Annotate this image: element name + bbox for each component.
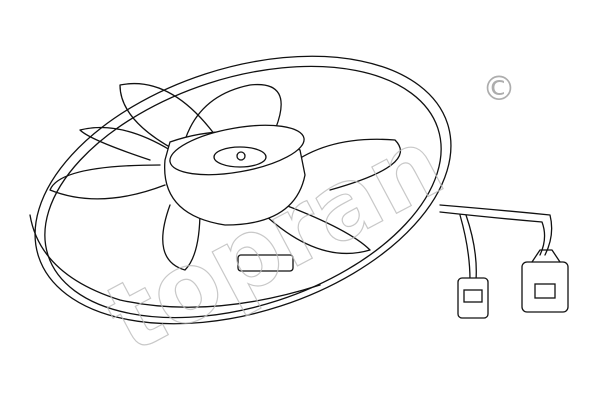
- fan-blades: [49, 83, 401, 271]
- fan-shroud: [29, 55, 452, 325]
- connector-large: [521, 249, 569, 313]
- connector-small: [457, 277, 489, 319]
- wire-harness: [439, 204, 553, 281]
- svg-text:©: ©: [482, 69, 516, 109]
- motor-hub: [164, 124, 306, 272]
- topran-watermark: topran ©: [89, 69, 516, 375]
